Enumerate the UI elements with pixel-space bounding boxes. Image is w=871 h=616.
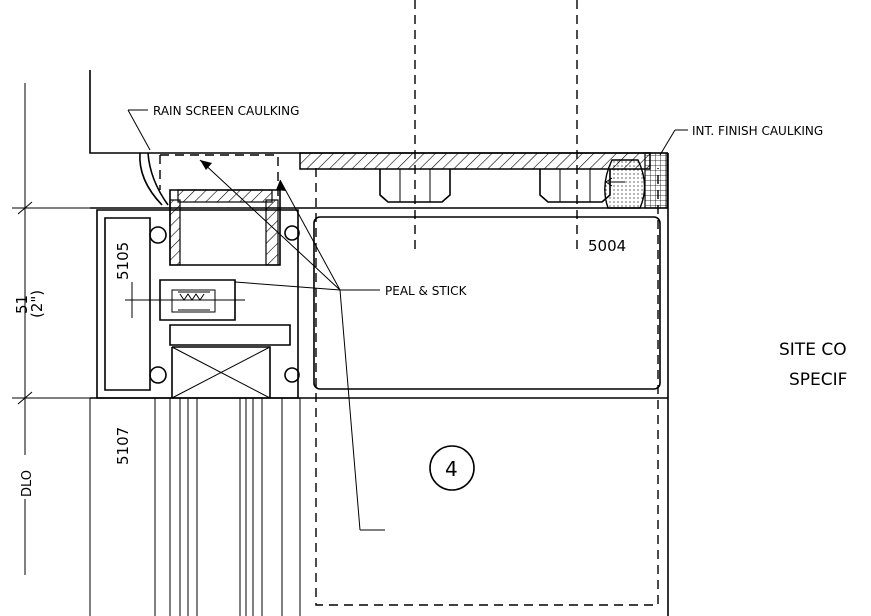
leader-rain-screen [127, 109, 341, 291]
part-5004-label: 5004 [588, 237, 626, 255]
bolt-left [379, 169, 451, 203]
part-5107-label: 5107 [114, 427, 132, 465]
site-note-line1: SITE CO [779, 340, 847, 360]
int-finish-label: INT. FINISH CAULKING [692, 124, 823, 138]
dlo-label: DLO [20, 470, 35, 497]
unit-dashed-outline [159, 154, 659, 606]
tube-5004 [313, 216, 661, 390]
dimension-left [12, 83, 90, 575]
rain-screen-caulk [139, 152, 169, 206]
leader-peal-stick [234, 281, 385, 531]
site-note-line2: SPECIF [789, 370, 847, 390]
hatched-plate [299, 152, 651, 170]
leader-int-finish [659, 129, 688, 156]
detail-circle [429, 445, 475, 491]
dimension-imperial: (2") [28, 290, 46, 318]
detail-number: 4 [445, 457, 458, 481]
dimension-value: 51 [13, 295, 31, 314]
center-lines [414, 0, 578, 255]
rain-screen-label: RAIN SCREEN CAULKING [153, 104, 299, 118]
mullion-5105 [96, 189, 300, 399]
bolt-right [539, 169, 611, 203]
part-5105-label: 5105 [114, 242, 132, 280]
peal-stick-label: PEAL & STICK [385, 284, 468, 298]
glazing-lines [89, 398, 301, 616]
